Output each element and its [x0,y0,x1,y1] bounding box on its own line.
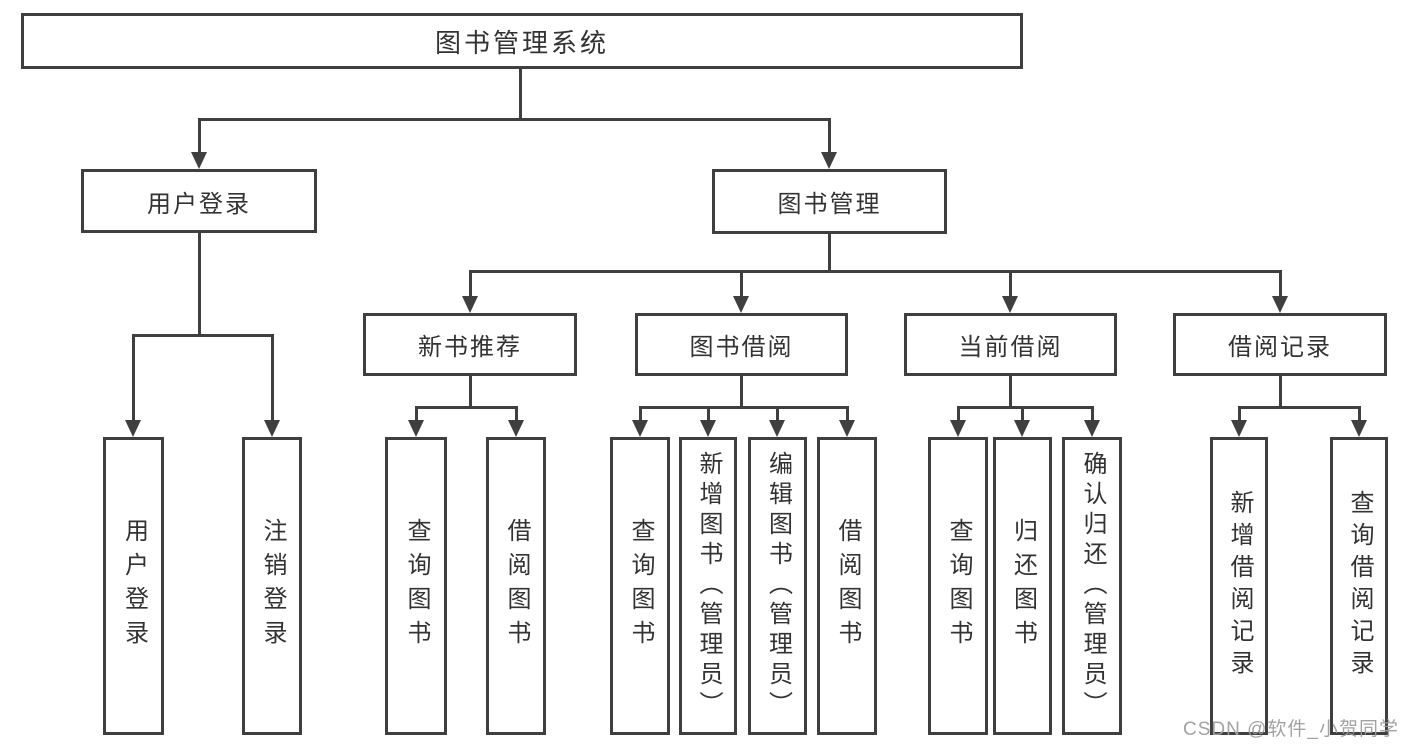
connector-line [198,118,201,154]
node-book-management-label: 图书管理 [777,191,882,218]
connector-line [469,376,472,408]
arrow-down-icon [1014,420,1030,437]
connector-line [415,406,518,409]
node-book-borrowing-label: 图书借阅 [689,334,794,361]
connector-line [957,406,960,420]
leaf-search-books-recommend-label: 查询图书 [403,518,430,654]
connector-line [1009,270,1012,296]
arrow-down-icon [191,152,207,169]
node-book-borrowing: 图书借阅 [635,313,848,376]
connector-line [198,233,201,337]
node-borrowing-records-label: 借阅记录 [1228,334,1332,361]
node-current-borrowing-label: 当前借阅 [958,334,1063,361]
arrow-down-icon [1351,420,1367,437]
connector-line [1021,406,1024,420]
connector-line [1279,270,1282,296]
node-new-book-recommend: 新书推荐 [363,313,577,376]
connector-line [776,406,779,420]
leaf-return-books: 归还图书 [993,437,1052,735]
connector-line [1238,406,1360,409]
connector-line [1009,376,1012,408]
watermark: CSDN @软件_小贺同学 [1183,719,1399,740]
leaf-search-books-borrowing: 查询图书 [610,437,670,735]
leaf-borrow-books-label: 借阅图书 [834,518,861,654]
leaf-add-books-admin: 新增图书（管理员） [679,437,737,735]
arrow-down-icon [1084,420,1100,437]
leaf-add-books-admin-label: 新增图书（管理员） [695,451,722,721]
connector-line [828,234,831,273]
connector-line [1279,376,1282,408]
arrow-down-icon [632,420,648,437]
arrow-down-icon [508,420,524,437]
leaf-search-books-borrowing-label: 查询图书 [627,518,654,654]
connector-line [828,118,831,154]
arrow-down-icon [1272,296,1288,313]
node-new-book-recommend-label: 新书推荐 [418,334,522,361]
leaf-logout-label: 注销登录 [259,518,286,654]
leaf-add-borrow-record: 新增借阅记录 [1210,437,1268,735]
connector-line [132,334,135,420]
leaf-borrow-books-recommend: 借阅图书 [486,437,546,735]
arrow-down-icon [264,420,280,437]
arrow-down-icon [821,152,837,169]
node-book-management: 图书管理 [712,169,947,234]
connector-line [707,406,710,420]
arrow-down-icon [408,420,424,437]
connector-line [469,270,472,296]
leaf-confirm-return-admin-label: 确认归还（管理员） [1079,451,1106,721]
connector-line [519,69,522,119]
leaf-borrow-books: 借阅图书 [817,437,877,735]
connector-line [198,118,831,121]
leaf-confirm-return-admin: 确认归还（管理员） [1062,437,1122,735]
connector-line [132,334,274,337]
node-current-borrowing: 当前借阅 [904,313,1117,376]
leaf-edit-books-admin-label: 编辑图书（管理员） [764,451,792,721]
arrow-down-icon [1231,420,1247,437]
connector-line [740,270,743,296]
leaf-edit-books-admin: 编辑图书（管理员） [748,437,807,735]
leaf-search-books-current: 查询图书 [928,437,988,735]
leaf-add-borrow-record-label: 新增借阅记录 [1226,490,1253,682]
connector-line [846,406,849,420]
connector-line [515,406,518,420]
arrow-down-icon [769,420,785,437]
connector-line [415,406,418,420]
connector-line [1091,406,1094,420]
connector-line [957,406,1094,409]
node-borrowing-records: 借阅记录 [1173,313,1387,376]
leaf-logout: 注销登录 [242,437,302,735]
leaf-search-books-recommend: 查询图书 [385,437,447,735]
connector-line [639,406,642,420]
arrow-down-icon [733,296,749,313]
leaf-user-login-label: 用户登录 [120,518,148,654]
leaf-search-books-current-label: 查询图书 [945,518,972,654]
leaf-user-login: 用户登录 [103,437,164,735]
arrow-down-icon [700,420,716,437]
leaf-search-borrow-record-label: 查询借阅记录 [1346,490,1373,682]
leaf-return-books-label: 归还图书 [1009,518,1037,654]
arrow-down-icon [125,420,141,437]
arrow-down-icon [950,420,966,437]
leaf-borrow-books-recommend-label: 借阅图书 [503,518,530,654]
arrow-down-icon [839,420,855,437]
node-library-system-label: 图书管理系统 [434,27,609,58]
arrow-down-icon [1002,296,1018,313]
connector-line [1358,406,1361,420]
leaf-search-borrow-record: 查询借阅记录 [1330,437,1388,735]
connector-line [639,406,849,409]
connector-line [271,334,274,420]
arrow-down-icon [462,296,478,313]
connector-line [469,270,1282,273]
connector-line [740,376,743,408]
node-user-login-label: 用户登录 [147,190,251,218]
connector-line [1238,406,1241,420]
node-library-system: 图书管理系统 [21,13,1023,69]
node-user-login: 用户登录 [81,169,317,233]
